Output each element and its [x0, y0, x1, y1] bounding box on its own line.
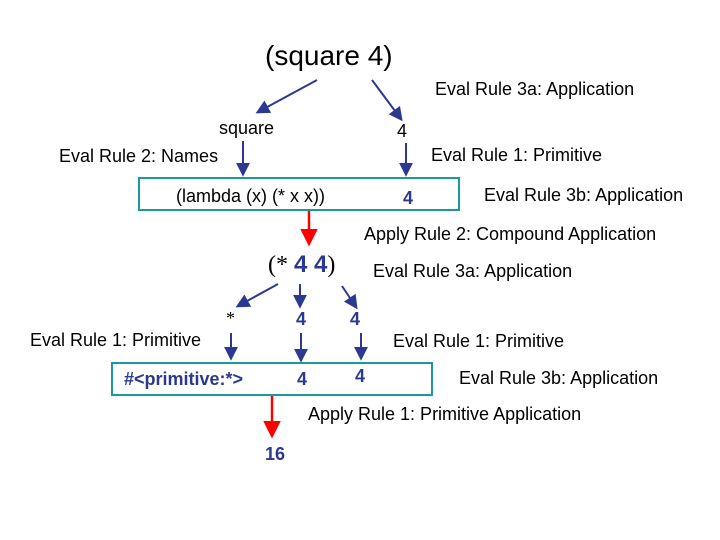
lambda-value: (lambda (x) (* x x)): [176, 186, 326, 206]
arrow-to-operand-4: [371, 79, 403, 122]
operand-4-second: 4: [350, 309, 361, 329]
inner-expr-nums: 4 4: [294, 251, 328, 278]
primitive-value: #<primitive:*>: [124, 369, 244, 389]
evaluated-values-box: [138, 177, 460, 211]
rule-3b-label-inner: Eval Rule 3b: Application: [459, 368, 659, 388]
final-result: 16: [265, 444, 286, 464]
rule-primitive-left-label: Eval Rule 1: Primitive: [30, 330, 202, 350]
rule-names-label: Eval Rule 2: Names: [59, 146, 219, 166]
top-expression: (square 4): [265, 40, 393, 71]
operator-star: *: [226, 308, 235, 328]
inner-expr-open: (*: [268, 252, 288, 278]
rule-3a-label: Eval Rule 3a: Application: [435, 79, 635, 99]
primitive-values-box: [111, 362, 433, 396]
operand-4-second-value: 4: [355, 366, 366, 386]
rule-primitive-label: Eval Rule 1: Primitive: [431, 145, 603, 165]
arrow-to-square: [255, 79, 318, 114]
operand-4-first-value: 4: [297, 369, 308, 389]
operator-square: square: [219, 118, 275, 138]
rule-primitive-right-label: Eval Rule 1: Primitive: [393, 331, 565, 351]
arrow-to-star: [235, 283, 279, 308]
rule-3a-label-inner: Eval Rule 3a: Application: [373, 261, 573, 281]
operand-4-value: 4: [403, 188, 414, 208]
arrow-to-second-4: [341, 285, 358, 310]
operand-4-first: 4: [296, 309, 307, 329]
operand-4: 4: [397, 121, 408, 141]
apply-rule-1-label: Apply Rule 1: Primitive Application: [308, 404, 582, 424]
inner-expr-close: ): [327, 252, 336, 278]
apply-rule-2-label: Apply Rule 2: Compound Application: [364, 224, 657, 244]
inner-expression: (* 4 4): [268, 251, 336, 278]
rule-3b-label: Eval Rule 3b: Application: [484, 185, 684, 205]
